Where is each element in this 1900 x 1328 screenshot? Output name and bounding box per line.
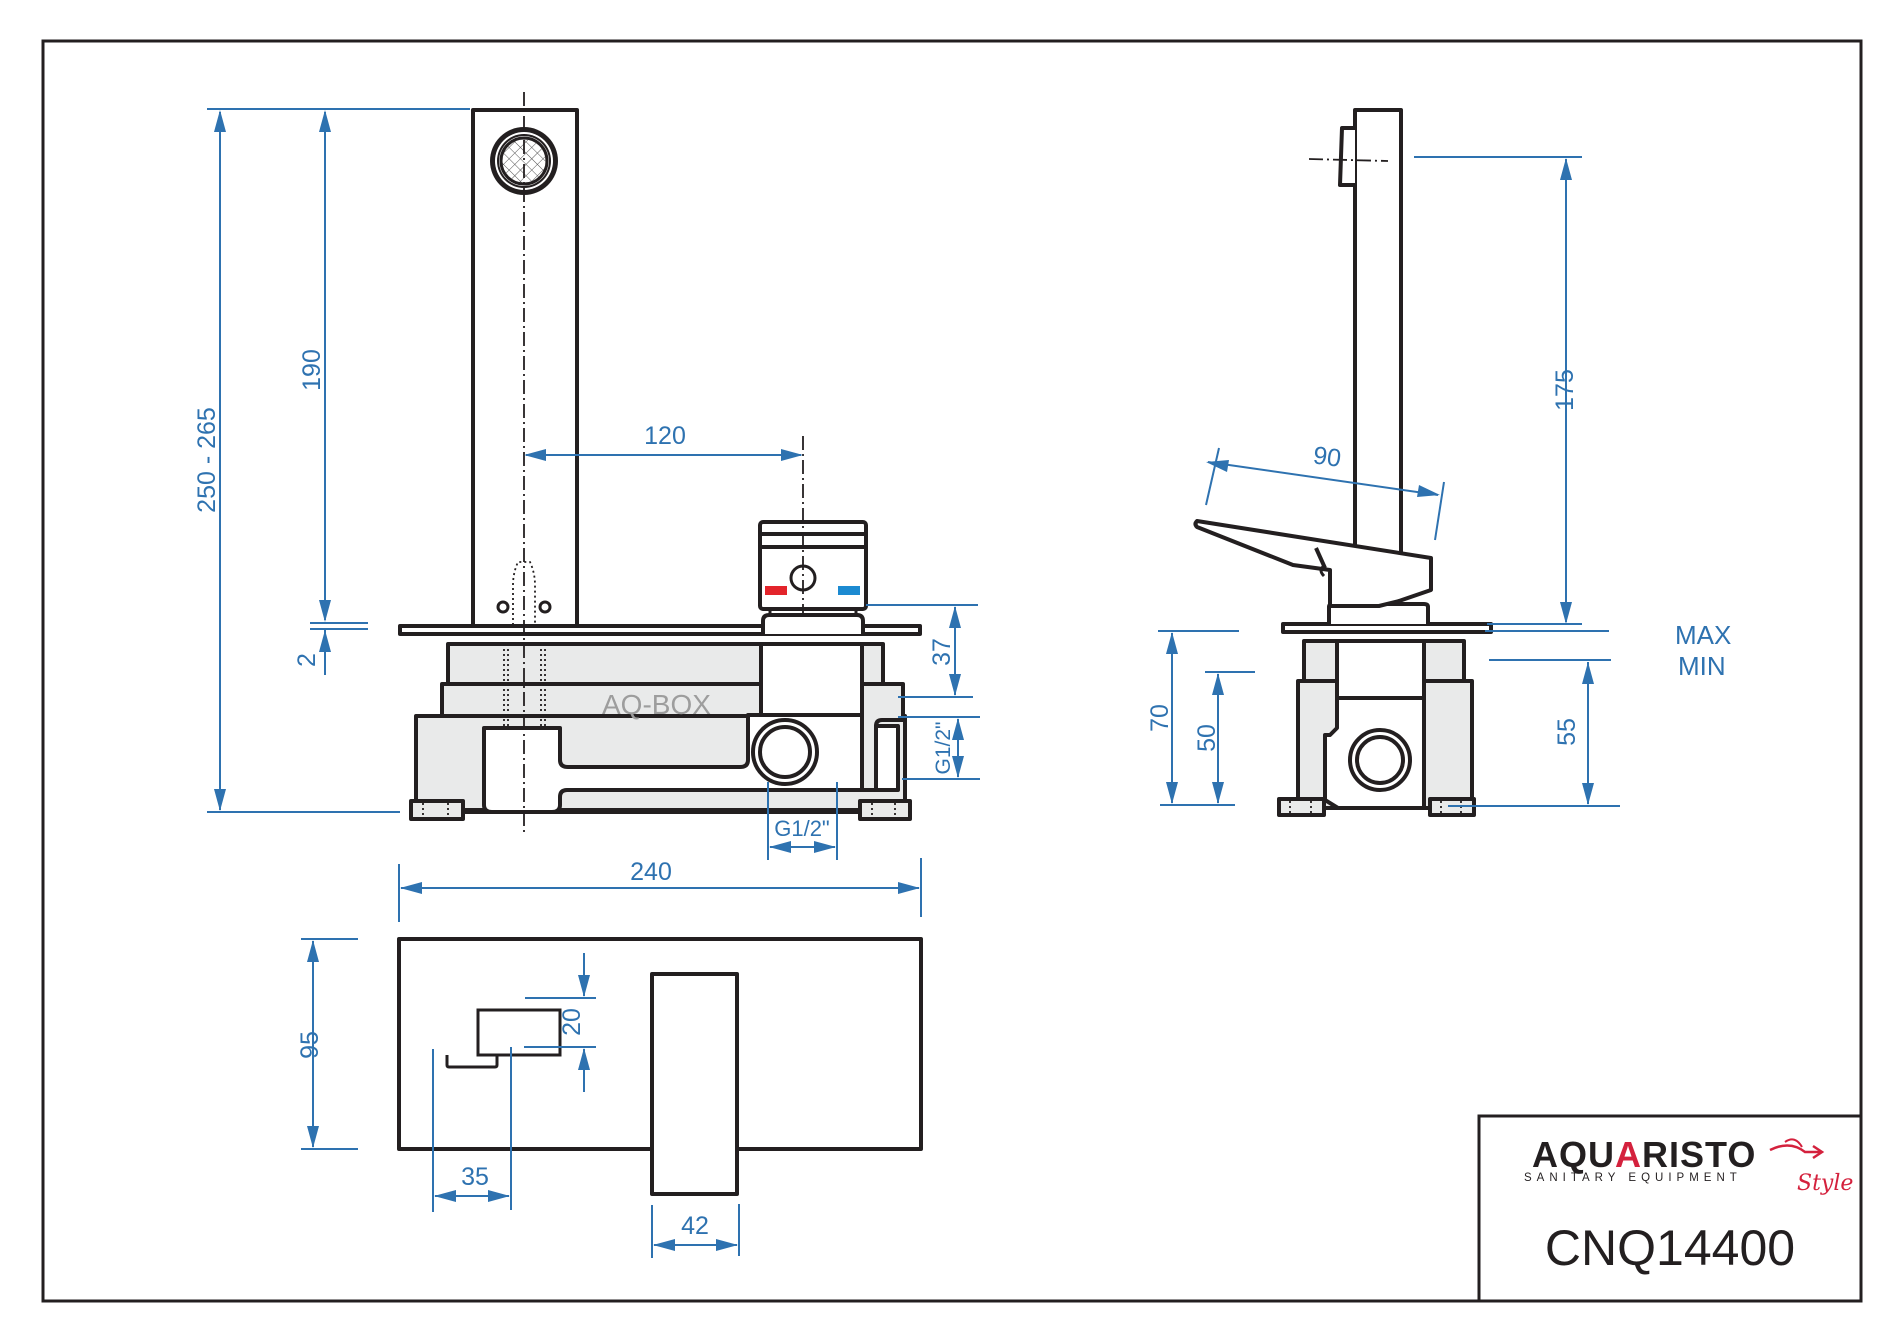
brand-swoosh-icon bbox=[1769, 1144, 1820, 1154]
dim-spout-projection: 90 bbox=[1311, 441, 1342, 473]
dim-spout-depth: 20 bbox=[558, 1008, 586, 1036]
side-spout-stem bbox=[1353, 108, 1403, 562]
cover-plate bbox=[398, 624, 922, 636]
brand-name: AQUARISTO bbox=[1532, 1134, 1756, 1175]
dim-outlet-bottom: G1/2" bbox=[774, 816, 830, 841]
side-foot-left bbox=[1277, 797, 1326, 817]
dim-outlet-side: G1/2" bbox=[932, 722, 955, 775]
dim-base-height: 70 bbox=[1146, 704, 1174, 732]
drawing-frame bbox=[41, 39, 1863, 1303]
top-view bbox=[397, 937, 923, 1196]
side-outlet-port bbox=[1348, 728, 1412, 792]
mixer-handle bbox=[758, 520, 868, 634]
dim-total-width: 240 bbox=[630, 858, 672, 886]
front-view-dimensions: 250 - 265 190 2 120 37 G1/2" G1/2" bbox=[193, 108, 980, 922]
mounting-foot-right bbox=[858, 799, 912, 821]
dim-handle-width: 42 bbox=[681, 1212, 709, 1240]
brand-style: Style bbox=[1797, 1171, 1853, 1196]
aq-box-body bbox=[409, 642, 912, 821]
side-lever-handle bbox=[1193, 519, 1433, 608]
max-label: MAX bbox=[1675, 620, 1731, 650]
brand-tagline: SANITARY EQUIPMENT bbox=[1524, 1172, 1742, 1184]
dim-spout-width: 35 bbox=[461, 1163, 489, 1191]
outlet-port bbox=[751, 718, 819, 786]
dim-plate-to-outlet: 37 bbox=[928, 638, 956, 666]
side-cover-plate bbox=[1281, 622, 1493, 634]
aq-box-label: AQ-BOX bbox=[602, 689, 711, 720]
spout bbox=[471, 108, 579, 628]
model-number: CNQ14400 bbox=[1545, 1220, 1795, 1276]
top-spout bbox=[476, 1008, 562, 1057]
front-view: AQ-BOX bbox=[398, 92, 922, 835]
dim-spout-to-handle: 120 bbox=[644, 422, 686, 450]
aerator-icon bbox=[490, 127, 558, 195]
top-view-dimensions: 95 20 35 42 bbox=[296, 938, 740, 1258]
mounting-foot-left bbox=[409, 799, 465, 821]
side-view-dimensions: 90 175 MAX MIN 55 70 50 bbox=[1146, 156, 1731, 807]
hot-indicator bbox=[765, 586, 787, 595]
dim-plate-height: 95 bbox=[296, 1031, 324, 1059]
dim-plate-thickness: 2 bbox=[293, 653, 321, 667]
dim-spout-height: 190 bbox=[298, 349, 326, 391]
cold-indicator bbox=[838, 586, 860, 595]
min-label: MIN bbox=[1678, 651, 1726, 681]
top-handle bbox=[650, 972, 739, 1196]
brand-logo: AQUARISTO SANITARY EQUIPMENT Style bbox=[1524, 1134, 1853, 1196]
dim-outlet-height: 175 bbox=[1551, 369, 1579, 411]
title-block: AQUARISTO SANITARY EQUIPMENT Style CNQ14… bbox=[1477, 1114, 1863, 1303]
dim-min-depth: 55 bbox=[1553, 718, 1581, 746]
arrow-icon bbox=[1812, 1144, 1825, 1160]
dim-total-height: 250 - 265 bbox=[193, 407, 221, 513]
side-view bbox=[1193, 108, 1493, 817]
dim-box-inner: 50 bbox=[1193, 724, 1221, 752]
